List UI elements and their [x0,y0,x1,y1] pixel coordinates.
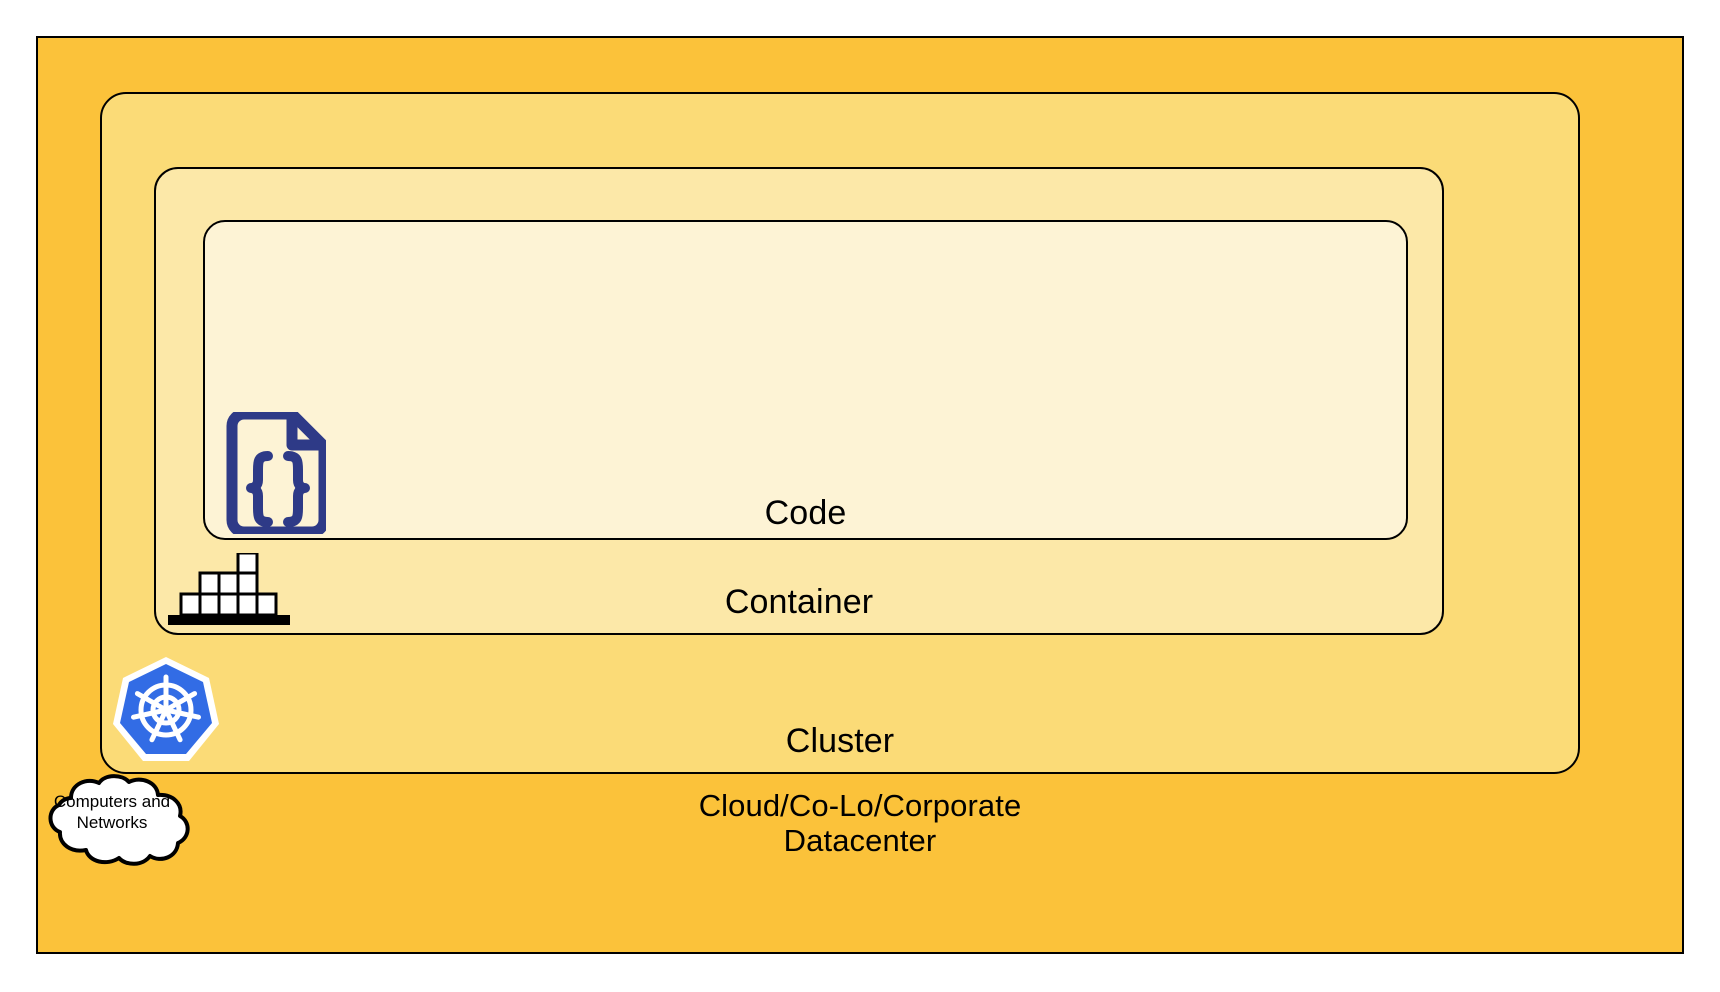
layer-code[interactable] [203,220,1408,540]
layer-label-container: Container [724,583,874,621]
kubernetes-icon [113,655,219,765]
layer-label-datacenter: Cloud/Co-Lo/Corporate Datacenter [698,788,1022,858]
cloud-callout-shape [27,774,197,866]
container-blocks-icon [168,551,290,625]
layer-label-code: Code [764,494,847,532]
layer-label-cluster: Cluster [785,722,895,760]
json-document-icon [222,408,330,538]
